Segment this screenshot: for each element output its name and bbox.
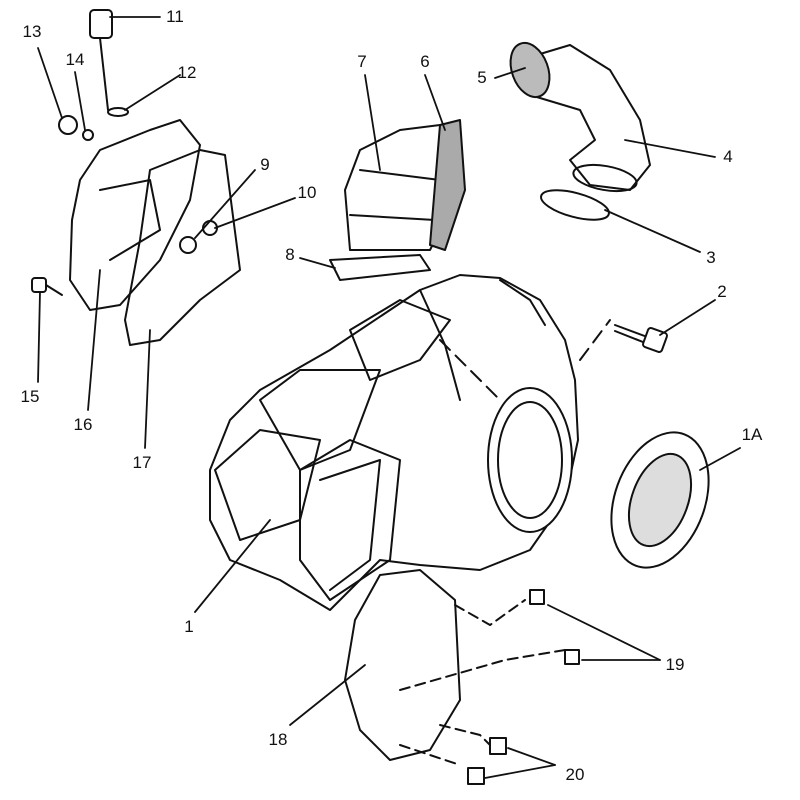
bolt-20b — [467, 767, 485, 785]
gasket-part-6 — [429, 119, 466, 251]
cap-part-11 — [89, 9, 113, 39]
dipstick — [99, 37, 109, 111]
seal-ring-part-1a — [610, 431, 710, 569]
callout-16: 16 — [73, 415, 93, 434]
callout-11: 11 — [166, 7, 184, 26]
callout-17: 17 — [132, 453, 152, 472]
callout-12: 12 — [177, 63, 197, 82]
plug-part-13 — [58, 115, 78, 135]
callout-13: 13 — [22, 22, 42, 41]
callout-18: 18 — [268, 730, 288, 749]
callout-7: 7 — [357, 52, 367, 71]
bolts-part-19 — [399, 599, 566, 766]
callout-4: 4 — [723, 147, 733, 166]
callout-8: 8 — [285, 245, 295, 264]
bolt-part-15 — [31, 277, 63, 296]
main-cover-part-1 — [209, 274, 611, 611]
callout-2: 2 — [717, 282, 727, 301]
callout-10: 10 — [297, 183, 317, 202]
bolt-19b — [564, 649, 580, 665]
bracket-part-8 — [329, 254, 431, 281]
callout-1: 1 — [184, 617, 194, 636]
leader-lines — [37, 16, 741, 779]
o-ring-part-12 — [107, 107, 129, 117]
callout-14: 14 — [65, 50, 85, 69]
bolt-part-2 — [614, 324, 668, 353]
bolt-19a — [529, 589, 545, 605]
callout-20: 20 — [565, 765, 585, 784]
clamp-part-3 — [540, 189, 610, 221]
cover-part-18 — [344, 569, 461, 761]
duct-part-4 — [519, 44, 651, 193]
washer-part-14 — [82, 129, 94, 141]
callout-5: 5 — [477, 68, 487, 87]
side-cover-part-16 — [69, 119, 201, 311]
callout-15: 15 — [20, 387, 40, 406]
callout-9: 9 — [260, 155, 270, 174]
callout-19: 19 — [665, 655, 685, 674]
callout-6: 6 — [420, 52, 430, 71]
bolt-20a — [489, 737, 507, 755]
callout-3: 3 — [706, 248, 716, 267]
callout-1a: 1A — [741, 425, 763, 444]
gasket-part-17 — [124, 149, 241, 346]
grommet-part-9 — [179, 236, 197, 254]
duct-part-7 — [344, 124, 451, 251]
seal-part-5 — [509, 41, 551, 99]
